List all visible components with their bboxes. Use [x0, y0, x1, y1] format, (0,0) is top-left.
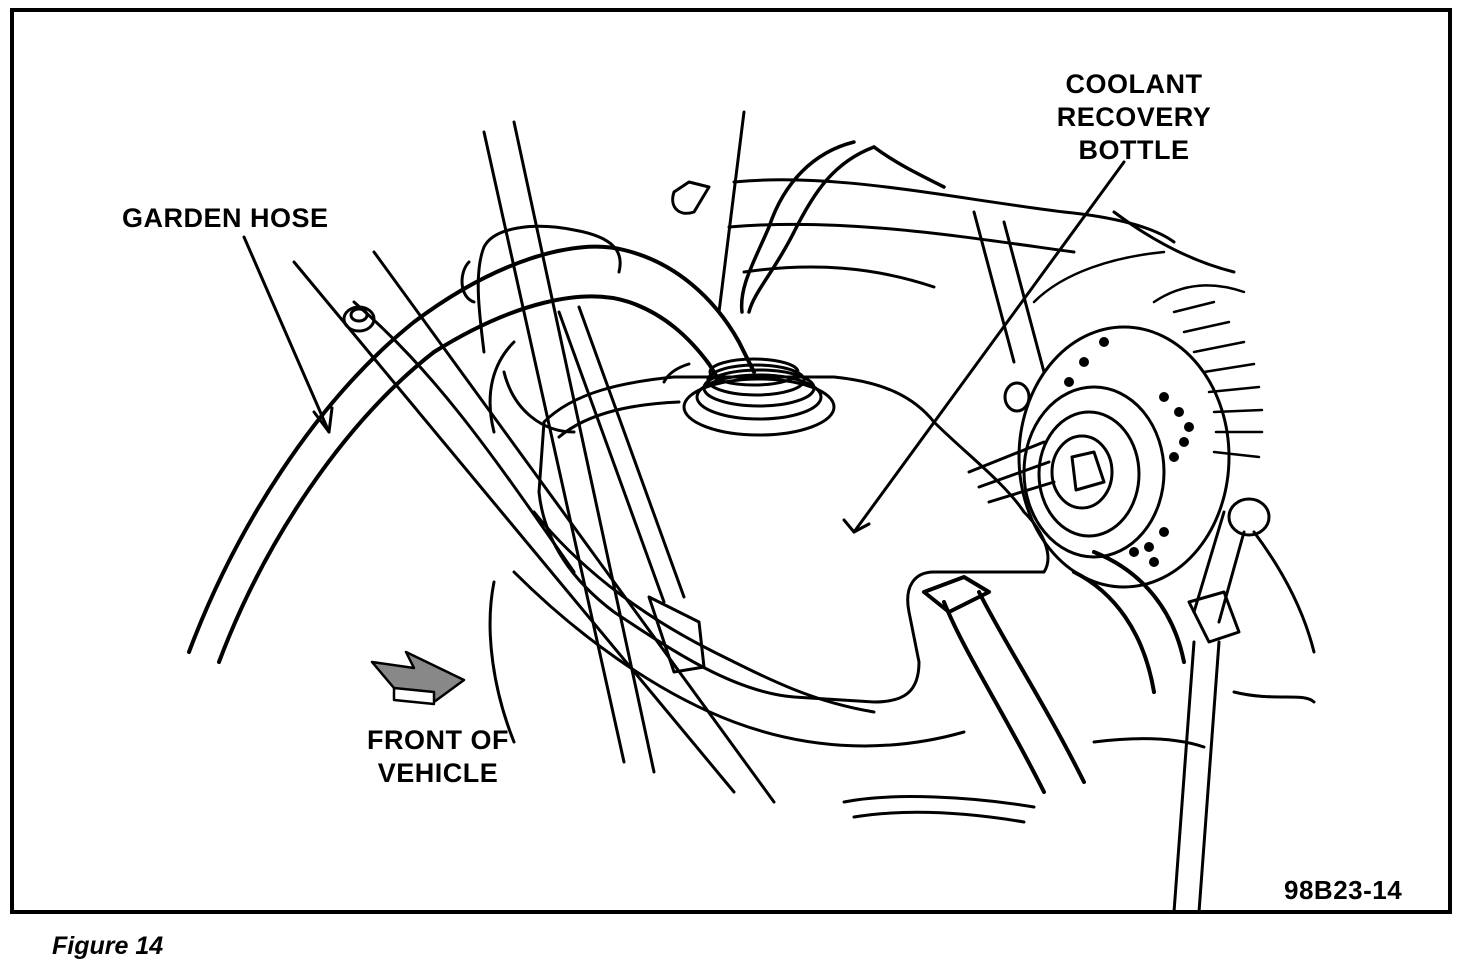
small-bolt [1003, 381, 1031, 413]
coolant-label-line-3: BOTTLE [1078, 135, 1190, 165]
coolant-recovery-bottle [488, 340, 1050, 748]
front-of-vehicle-arrow-icon [370, 650, 466, 706]
coolant-label-line-2: RECOVERY [1056, 102, 1212, 132]
front-label-line-2: VEHICLE [377, 758, 499, 788]
drive-belt [967, 440, 1056, 504]
mounting-bolt [342, 305, 376, 333]
bottle-filler-neck [662, 357, 836, 437]
engine-compartment-illustration [187, 110, 1316, 910]
vent-tube [739, 140, 946, 314]
outlet-hose [922, 550, 1186, 794]
garden-hose [187, 244, 756, 664]
coolant-label-line-1: COOLANT [1065, 69, 1203, 99]
body-rails [292, 110, 776, 804]
figure-code: 98B23-14 [1284, 875, 1403, 905]
right-bracket [1172, 497, 1316, 910]
hood-clip [671, 180, 711, 215]
coolant-recovery-bottle-label: COOLANT RECOVERY BOTTLE [1034, 68, 1234, 167]
shroud-lines [727, 178, 1236, 374]
front-of-vehicle-label: FRONT OF VEHICLE [344, 724, 532, 790]
figure-frame: COOLANT RECOVERY BOTTLE GARDEN HOSE FRON… [10, 8, 1452, 914]
leader-lines [242, 160, 1126, 534]
figure-caption: Figure 14 [52, 932, 164, 960]
front-label-line-1: FRONT OF [367, 725, 509, 755]
garden-hose-label: GARDEN HOSE [122, 203, 329, 233]
lower-engine-lines [488, 580, 1206, 824]
fan-holes [1064, 337, 1194, 567]
fan-pulley [1017, 325, 1231, 589]
fan-blades [1032, 250, 1264, 459]
washer-reservoir [460, 224, 622, 434]
hood-prop-rod [557, 305, 706, 674]
